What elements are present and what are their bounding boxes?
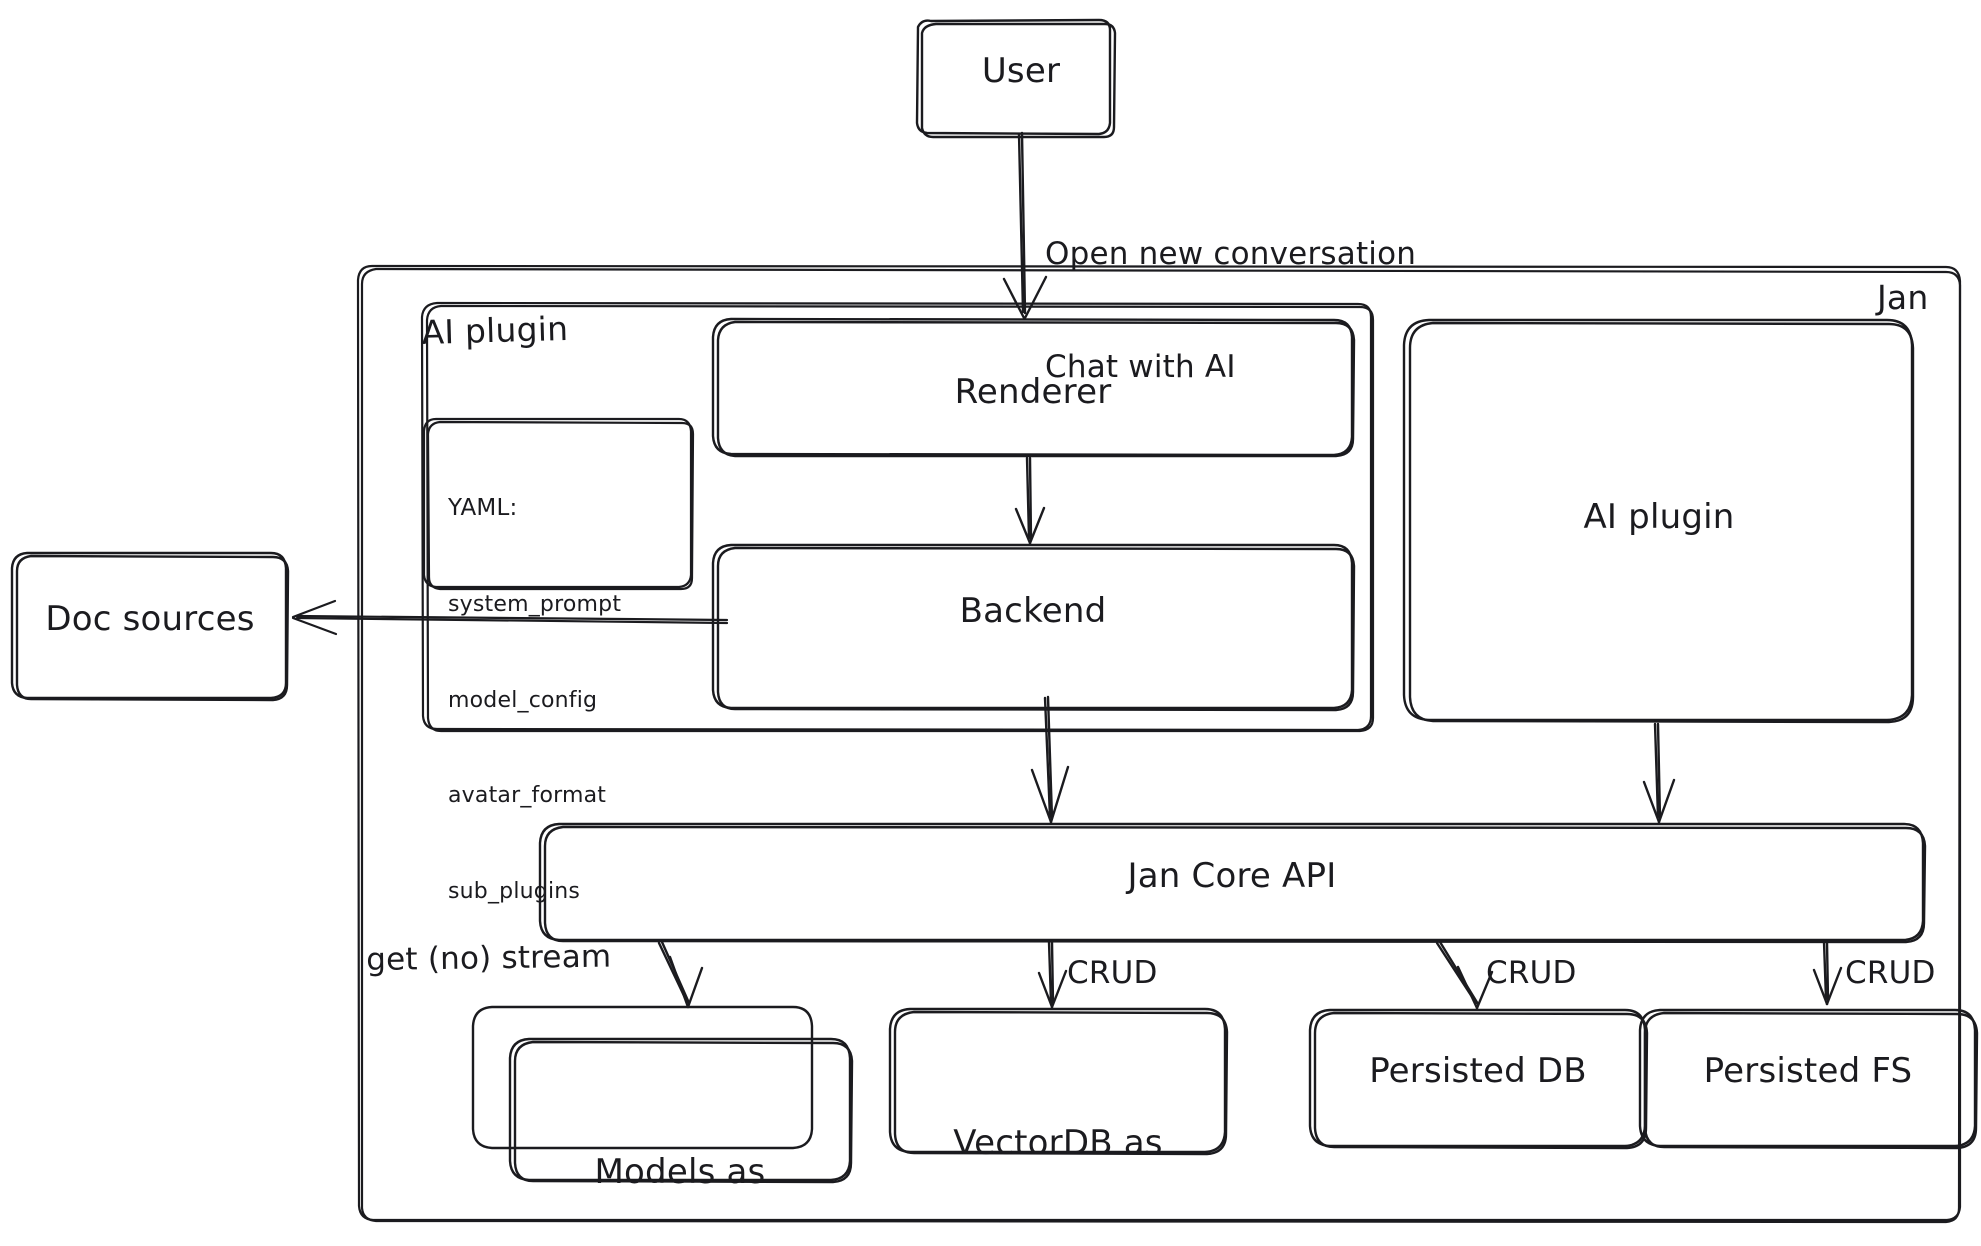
edge-label-user-to-renderer: Open new conversation Chat with AI bbox=[1045, 160, 1416, 463]
ai-plugin-container-label: AI plugin bbox=[421, 308, 569, 352]
edge-label-user-to-renderer-line-1: Open new conversation bbox=[1045, 235, 1417, 272]
edge-core-to-models bbox=[657, 940, 704, 1009]
models-as-plugin-label: Models as plugin bbox=[531, 1062, 829, 1246]
models-as-plugin-back-box-shape bbox=[471, 1005, 814, 1150]
user-box-shape bbox=[915, 18, 1117, 139]
ai-plugin-container-shape bbox=[420, 301, 1375, 733]
jan-core-api-label: Jan Core API bbox=[1127, 856, 1337, 896]
doc-sources-label: Doc sources bbox=[45, 599, 255, 639]
yaml-note-line-4: sub_plugins bbox=[448, 878, 581, 904]
backend-label: Backend bbox=[959, 591, 1107, 631]
edge-label-core-to-models: get (no) stream bbox=[366, 938, 612, 978]
yaml-note-line-1: system_prompt bbox=[448, 591, 622, 617]
models-as-plugin-line-1: Models as bbox=[594, 1152, 766, 1193]
edge-label-core-to-persisted-db: CRUD bbox=[1486, 955, 1577, 991]
backend-box-shape bbox=[711, 543, 1356, 712]
yaml-note-line-2: model_config bbox=[448, 687, 598, 713]
edge-renderer-to-backend bbox=[1014, 456, 1046, 545]
vectordb-as-plugin-label: VectorDB as plugin bbox=[912, 1033, 1204, 1246]
persisted-db-label: Persisted DB bbox=[1369, 1051, 1587, 1091]
renderer-box-shape bbox=[711, 317, 1356, 458]
edge-label-user-to-renderer-line-2: Chat with AI bbox=[1045, 349, 1236, 386]
yaml-note: YAML: system_prompt model_config avatar_… bbox=[448, 428, 680, 972]
doc-sources-box-shape bbox=[10, 551, 290, 702]
renderer-label: Renderer bbox=[954, 372, 1112, 412]
edge-core-to-persisted-fs bbox=[1812, 940, 1843, 1006]
vectordb-as-plugin-line-1: VectorDB as bbox=[953, 1123, 1163, 1164]
edge-user-to-renderer bbox=[1002, 131, 1048, 320]
yaml-note-shape bbox=[422, 417, 695, 591]
persisted-fs-label: Persisted FS bbox=[1703, 1051, 1913, 1091]
edge-core-to-vectordb bbox=[1037, 940, 1068, 1009]
jan-core-api-box-shape bbox=[538, 822, 1927, 944]
persisted-fs-box-shape bbox=[1638, 1008, 1979, 1150]
edge-ai-plugin-to-core bbox=[1642, 722, 1676, 824]
user-label: User bbox=[981, 51, 1061, 91]
edge-label-core-to-persisted-fs: CRUD bbox=[1845, 955, 1936, 991]
edge-core-to-persisted-db bbox=[1435, 940, 1494, 1010]
jan-container-label: Jan bbox=[1877, 278, 1929, 317]
models-as-plugin-box-shape bbox=[508, 1037, 854, 1184]
edge-label-core-to-vectordb: CRUD bbox=[1067, 955, 1158, 991]
ai-plugin-right-label: AI plugin bbox=[1583, 497, 1735, 537]
ai-plugin-right-box-shape bbox=[1402, 318, 1915, 724]
yaml-note-header: YAML: bbox=[448, 494, 518, 521]
vectordb-as-plugin-box-shape bbox=[888, 1007, 1229, 1156]
edge-backend-to-core bbox=[1030, 695, 1070, 824]
edge-backend-to-doc-sources bbox=[291, 599, 729, 636]
yaml-note-line-3: avatar_format bbox=[448, 783, 607, 809]
jan-container-shape bbox=[356, 264, 1962, 1224]
